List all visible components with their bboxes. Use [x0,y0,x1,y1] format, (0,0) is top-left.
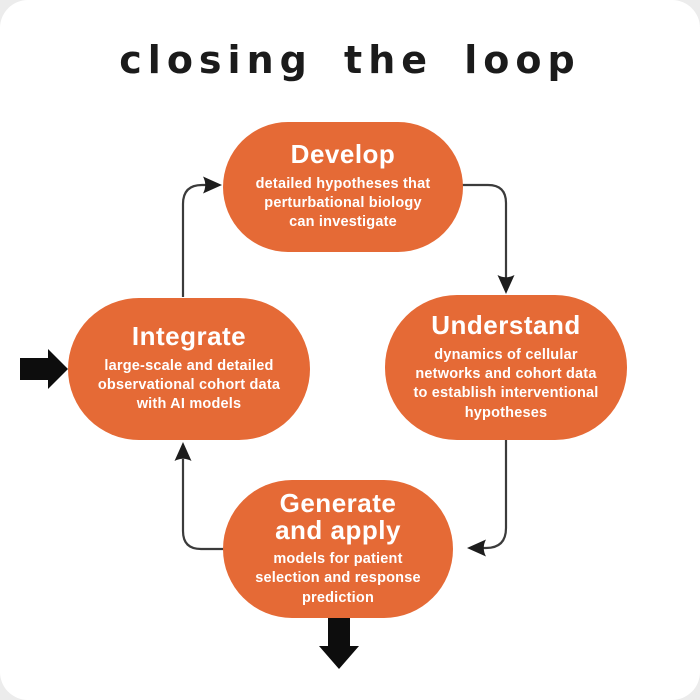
node-understand-title: Understand [431,310,581,341]
node-generate: Generate and apply models for patient se… [223,480,453,618]
node-integrate: Integrate large-scale and detailed obser… [68,298,310,440]
node-develop: Develop detailed hypotheses that perturb… [223,122,463,252]
arrow-generate-to-integrate [174,442,240,551]
node-develop-title: Develop [290,139,396,170]
node-integrate-body: large-scale and detailed observational c… [97,357,281,413]
node-generate-body: models for patient selection and respons… [255,551,421,606]
node-develop-body: detailed hypotheses that perturbational … [255,175,431,231]
node-generate-title: Generate and apply [275,488,401,545]
arrow-understand-to-generate [467,438,508,557]
arrow-integrate-to-develop [181,176,222,297]
page-title: closing the loop [119,38,581,82]
inflow-arrow [20,349,68,389]
outflow-arrow [319,612,359,669]
node-understand: Understand dynamics of cellular networks… [385,295,627,440]
node-integrate-title: Integrate [131,321,247,352]
node-understand-body: dynamics of cellular networks and cohort… [413,346,599,421]
arrow-develop-to-understand [462,183,515,294]
